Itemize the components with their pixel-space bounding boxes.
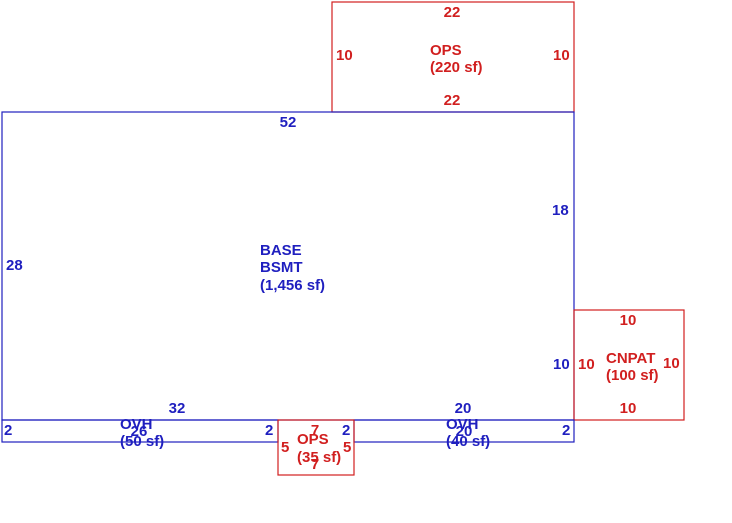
base-dim-bottom-left: 32 <box>169 400 186 417</box>
base-name: BASE <box>260 242 302 259</box>
cnpat-dim-top: 10 <box>620 312 637 329</box>
ops-top-dim-bottom: 22 <box>444 92 461 109</box>
ovh-left-dim-right: 2 <box>265 422 273 439</box>
ovh-left-dim-left: 2 <box>4 422 12 439</box>
cnpat-dim-right: 10 <box>663 355 680 372</box>
ovh-left-dim-bottom: 26 <box>131 423 148 440</box>
ops-bottom-name: OPS <box>297 431 329 448</box>
ops-bottom-outline <box>277 419 355 476</box>
base-dim-bottom-right: 20 <box>455 400 472 417</box>
ovh-right-area: (40 sf) <box>446 433 490 450</box>
ovh-right-dim-left: 2 <box>342 422 350 439</box>
base-dim-top: 52 <box>280 114 297 131</box>
base-dim-right-lower: 10 <box>553 356 570 373</box>
ops-top-area: (220 sf) <box>430 59 483 76</box>
base-dim-right-upper: 18 <box>552 202 569 219</box>
base-subname: BSMT <box>260 259 303 276</box>
ovh-left-name: OVH <box>120 416 153 433</box>
ovh-right-dim-right: 2 <box>562 422 570 439</box>
ops-bottom-dim-right: 5 <box>343 439 351 456</box>
ops-top-dim-right: 10 <box>553 47 570 64</box>
ops-bottom-dim-top: 7 <box>311 422 319 439</box>
cnpat-outline <box>573 309 685 421</box>
ovh-right-dim-bottom: 20 <box>456 423 473 440</box>
base-area: (1,456 sf) <box>260 277 325 294</box>
ops-top-name: OPS <box>430 42 462 59</box>
ovh-right-name: OVH <box>446 416 479 433</box>
cnpat-name: CNPAT <box>606 350 655 367</box>
ops-top-dim-top: 22 <box>444 4 461 21</box>
ops-top-dim-left: 10 <box>336 47 353 64</box>
cnpat-area: (100 sf) <box>606 367 659 384</box>
base-dim-left: 28 <box>6 257 23 274</box>
ovh-left-area: (50 sf) <box>120 433 164 450</box>
ops-bottom-area: (35 sf) <box>297 449 341 466</box>
ops-bottom-dim-bottom: 7 <box>311 456 319 473</box>
ops-bottom-dim-left: 5 <box>281 439 289 456</box>
cnpat-dim-left: 10 <box>578 356 595 373</box>
cnpat-dim-bottom: 10 <box>620 400 637 417</box>
